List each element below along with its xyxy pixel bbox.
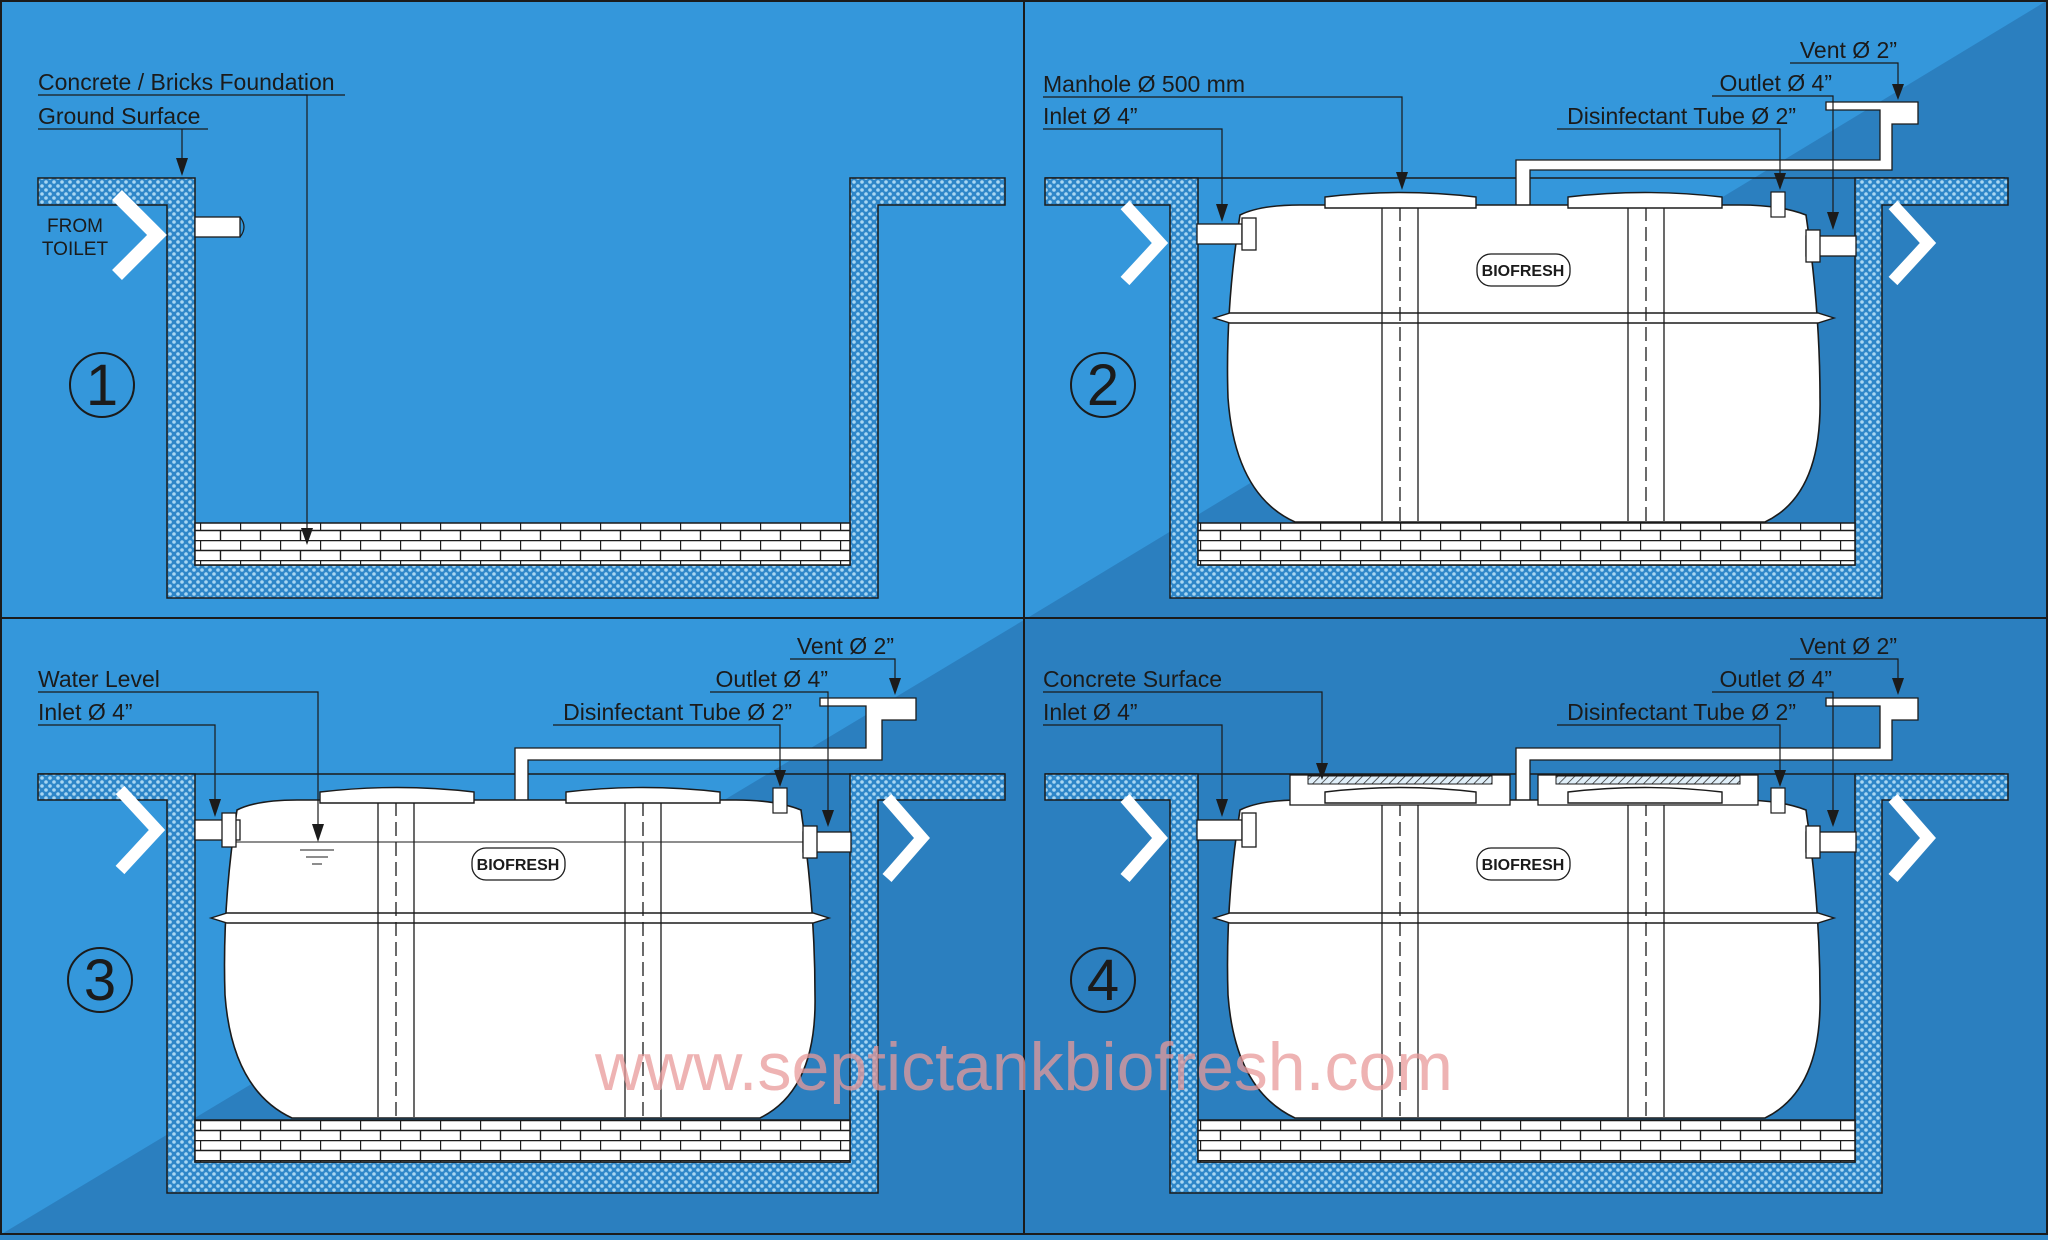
disinfectant-label: Disinfectant Tube Ø 2” xyxy=(1567,103,1796,129)
foundation-label: Concrete / Bricks Foundation xyxy=(38,69,335,95)
manhole-lid xyxy=(1324,191,1477,209)
panel-3: BIOFRESH 3 Water Level Inlet Ø 4” Vent Ø… xyxy=(37,633,1006,1194)
disinfectant-label: Disinfectant Tube Ø 2” xyxy=(563,699,792,725)
from-toilet-line1: FROM xyxy=(47,216,103,237)
vent-label: Vent Ø 2” xyxy=(1800,633,1897,659)
brick-foundation xyxy=(1197,1119,1856,1163)
foundation-arrow-icon xyxy=(301,528,313,545)
outlet-label: Outlet Ø 4” xyxy=(1720,666,1832,692)
vent-label: Vent Ø 2” xyxy=(797,633,894,659)
panel-4: BIOFRESH 4 Concrete Surface Inlet Ø 4” V… xyxy=(1043,633,2009,1194)
disinfectant-tube xyxy=(772,787,788,814)
inlet-label: Inlet Ø 4” xyxy=(38,699,133,725)
water-level-icon xyxy=(300,849,334,865)
from-toilet-line2: TOILET xyxy=(42,239,109,260)
manhole-lid xyxy=(319,786,475,804)
flow-in-arrow-icon xyxy=(115,785,166,875)
step-1-number: 1 xyxy=(86,353,118,418)
manhole-label: Manhole Ø 500 mm xyxy=(1043,71,1245,97)
outlet-arrow-icon xyxy=(822,810,834,827)
inlet-label: Inlet Ø 4” xyxy=(1043,699,1138,725)
inlet-arrow-icon xyxy=(1216,799,1228,817)
septic-tank xyxy=(223,799,816,1119)
inlet-pipe xyxy=(1196,223,1243,245)
flow-in-arrow-icon xyxy=(1120,200,1169,286)
tank-flange xyxy=(208,912,832,924)
biofresh-logo xyxy=(1476,253,1571,287)
vent-arrow-icon xyxy=(1892,678,1904,695)
step-4-circle xyxy=(1070,947,1136,1013)
panel-2: BIOFRESH 2 Manhole Ø 500 mm Inlet Ø 4” V… xyxy=(1043,37,2009,599)
vent-pipe xyxy=(514,697,917,809)
step-2-number: 2 xyxy=(1087,353,1119,418)
step-2-circle xyxy=(1070,352,1136,418)
flow-out-arrow-icon xyxy=(882,794,930,882)
ground-label: Ground Surface xyxy=(38,103,200,129)
septic-tank xyxy=(1226,204,1821,523)
flow-out-arrow-icon xyxy=(1888,794,1936,882)
outlet-label: Outlet Ø 4” xyxy=(1720,70,1832,96)
brick-foundation xyxy=(194,522,851,566)
inlet-label: Inlet Ø 4” xyxy=(1043,103,1138,129)
water-level-label: Water Level xyxy=(38,666,160,692)
flow-in-arrow-icon xyxy=(1120,794,1168,882)
concrete-arrow-icon xyxy=(1316,763,1328,780)
step-3-circle xyxy=(67,947,133,1013)
flow-out-arrow-icon xyxy=(1888,200,1937,286)
disinfectant-arrow-icon xyxy=(774,770,786,787)
manhole-lid xyxy=(1324,786,1477,804)
step-3-number: 3 xyxy=(84,948,116,1013)
ground-arrow-icon xyxy=(176,158,188,176)
step-1-circle xyxy=(69,352,135,418)
disinfectant-arrow-icon xyxy=(1774,770,1786,787)
disinfectant-tube xyxy=(1770,787,1786,814)
outlet-label: Outlet Ø 4” xyxy=(716,666,828,692)
logo-text: BIOFRESH xyxy=(477,857,560,874)
tank-flange xyxy=(1211,912,1837,924)
inlet-pipe xyxy=(194,216,241,238)
vent-pipe xyxy=(1515,697,1919,809)
manhole-lid xyxy=(565,786,721,804)
brick-foundation xyxy=(1197,522,1856,566)
vent-arrow-icon xyxy=(1892,84,1904,100)
panel-1: FROM TOILET 1 Concrete / Bricks Foundati… xyxy=(37,69,1006,599)
concrete-surface xyxy=(1555,775,1741,785)
disinfectant-arrow-icon xyxy=(1774,173,1786,190)
inlet-arrow-icon xyxy=(1216,204,1228,222)
water-arrow-icon xyxy=(312,824,324,842)
concrete-label: Concrete Surface xyxy=(1043,666,1222,692)
biofresh-logo xyxy=(471,847,566,881)
vent-pipe xyxy=(1515,101,1919,211)
disinfectant-label: Disinfectant Tube Ø 2” xyxy=(1567,699,1796,725)
logo-text: BIOFRESH xyxy=(1482,263,1565,280)
inlet-arrow-icon xyxy=(209,799,221,817)
watermark: www.septictankbiofresh.com xyxy=(594,1029,1453,1105)
outlet-arrow-icon xyxy=(1827,212,1839,230)
tank-flange xyxy=(1211,312,1837,324)
vent-label: Vent Ø 2” xyxy=(1800,37,1897,63)
brick-foundation xyxy=(194,1119,851,1163)
manhole-lid xyxy=(1567,191,1723,209)
vent-arrow-icon xyxy=(889,678,901,695)
logo-text: BIOFRESH xyxy=(1482,857,1565,874)
disinfectant-tube xyxy=(1770,191,1786,218)
flow-in-arrow-icon xyxy=(112,190,167,280)
manhole-arrow-icon xyxy=(1396,172,1408,190)
biofresh-logo xyxy=(1476,847,1571,881)
concrete-surface xyxy=(1307,775,1493,785)
inlet-pipe xyxy=(1196,819,1243,841)
manhole-lid xyxy=(1567,786,1723,804)
outlet-arrow-icon xyxy=(1827,810,1839,827)
step-4-number: 4 xyxy=(1087,948,1119,1013)
